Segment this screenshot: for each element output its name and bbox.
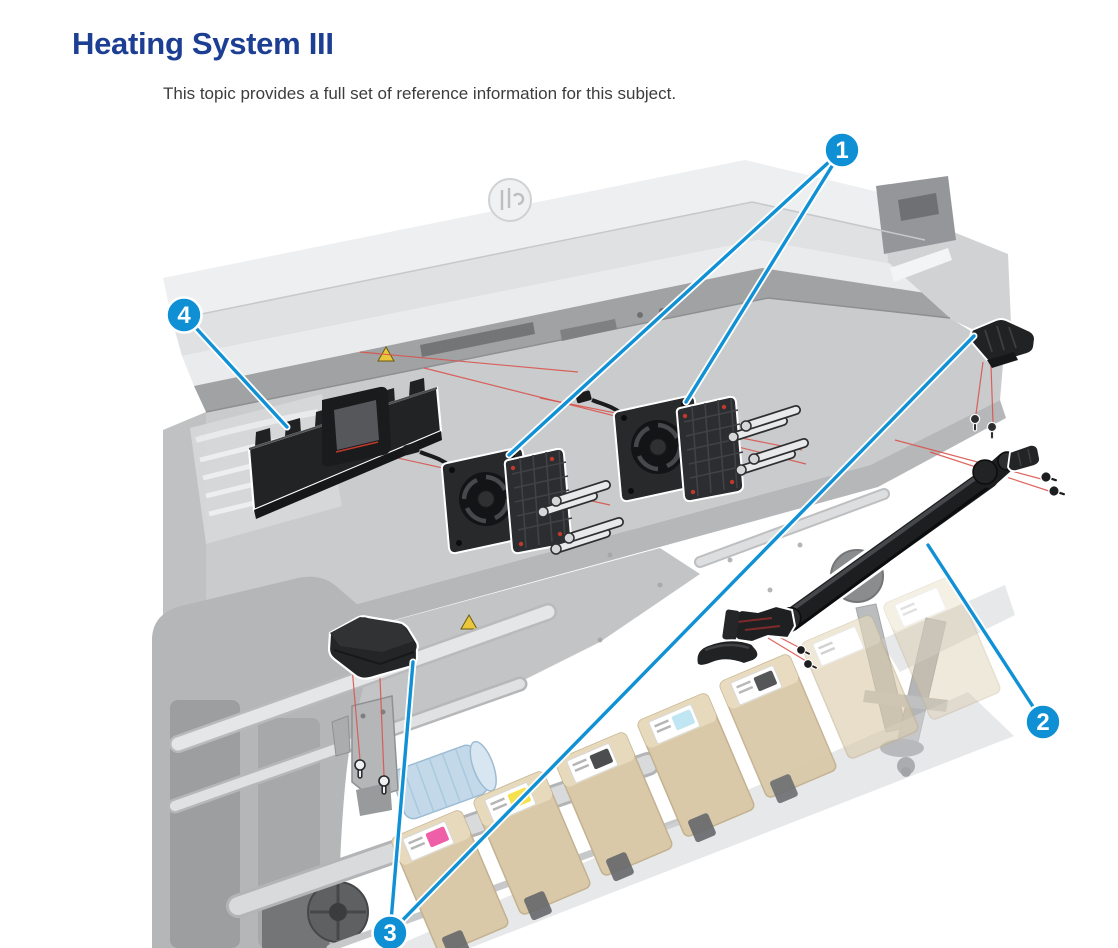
part-2-handle xyxy=(695,639,760,667)
ink-cartridge-black xyxy=(555,732,673,882)
hp-logo-icon xyxy=(488,178,532,222)
svg-text:3: 3 xyxy=(383,920,396,947)
svg-text:4: 4 xyxy=(177,302,191,329)
ink-cartridge-black xyxy=(719,654,837,804)
ink-cartridge-none xyxy=(883,576,1001,720)
ink-cartridge-none xyxy=(801,615,919,759)
ink-cartridge-cyan xyxy=(637,693,755,843)
part-2-clamp xyxy=(722,604,797,644)
svg-text:2: 2 xyxy=(1036,709,1049,736)
page-subtitle: This topic provides a full set of refere… xyxy=(163,84,677,103)
part-4-deflector xyxy=(247,378,443,519)
exploded-parts xyxy=(247,318,1068,795)
part-2-heater-bar xyxy=(776,449,1019,634)
callout-marker-1: 1 xyxy=(823,131,861,169)
ink-cartridge-row xyxy=(391,576,1001,948)
callout-marker-2: 2 xyxy=(1024,703,1062,741)
ink-cartridge-magenta xyxy=(391,810,509,948)
part-3-duct xyxy=(327,615,419,680)
duct-mounting-bracket xyxy=(331,695,399,816)
callout-marker-4: 4 xyxy=(165,296,203,334)
part-3-bracket-right xyxy=(968,318,1037,368)
svg-text:1: 1 xyxy=(835,137,848,164)
part-2-end-bracket xyxy=(1007,443,1041,473)
callout-marker-3: 3 xyxy=(371,914,409,948)
control-panel-screen xyxy=(898,193,939,221)
page-title: Heating System III xyxy=(72,26,334,61)
callout-layer: 1 2 3 4 xyxy=(165,131,1062,948)
